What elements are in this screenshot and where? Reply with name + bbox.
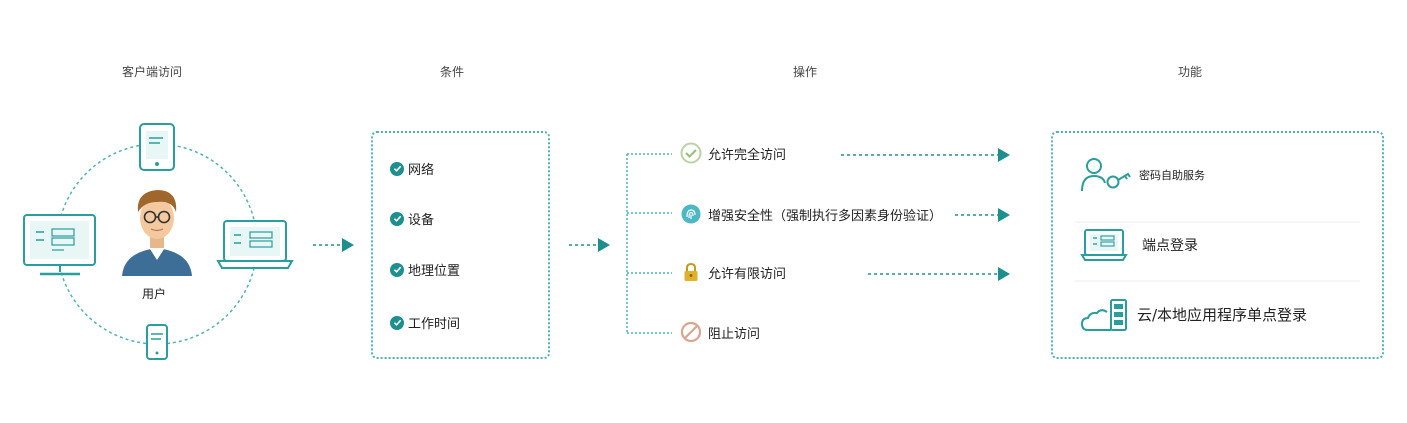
block-icon	[680, 321, 702, 343]
function-label: 云/本地应用程序单点登录	[1137, 305, 1308, 324]
arrow-action-1	[841, 148, 1010, 162]
action-label: 允许完全访问	[708, 147, 787, 163]
check-icon	[390, 211, 404, 226]
function-sso: 云/本地应用程序单点登录	[1080, 296, 1308, 332]
condition-label: 网络	[408, 163, 435, 178]
condition-location: 地理位置	[390, 260, 460, 279]
header-actions: 操作	[792, 65, 818, 79]
monitor-left-icon	[23, 214, 96, 276]
condition-network: 网络	[390, 159, 434, 178]
phone-bottom-icon	[146, 324, 168, 360]
function-label: 端点登录	[1142, 238, 1198, 254]
orbit-circle	[56, 143, 258, 345]
lock-icon	[684, 262, 698, 281]
header-conditions: 条件	[439, 65, 465, 79]
action-block: 阻止访问	[680, 321, 760, 343]
condition-device: 设备	[390, 209, 434, 228]
functions-box	[1051, 131, 1384, 359]
arrow-client-to-conditions	[313, 238, 354, 252]
function-endpoint-login: 端点登录	[1080, 228, 1198, 262]
laptop-right-icon	[216, 220, 294, 269]
action-label: 允许有限访问	[708, 266, 787, 282]
condition-work-hours: 工作时间	[390, 313, 460, 332]
condition-label: 设备	[408, 213, 435, 228]
fingerprint-icon	[681, 204, 701, 224]
arrow-action-2	[955, 208, 1010, 222]
check-icon	[390, 315, 404, 330]
condition-label: 工作时间	[408, 317, 461, 332]
function-password-self-service: 密码自助服务	[1081, 157, 1205, 193]
user-avatar	[122, 190, 192, 276]
cloud-server-icon	[1080, 299, 1127, 331]
header-functions: 功能	[1177, 65, 1203, 79]
check-circle-icon	[680, 142, 702, 164]
action-full-access: 允许完全访问	[680, 142, 786, 164]
conditions-box	[371, 131, 550, 359]
condition-label: 地理位置	[408, 264, 461, 279]
laptop-icon	[1080, 229, 1128, 261]
check-icon	[390, 161, 404, 176]
action-branch-connector	[626, 153, 672, 334]
arrow-action-3	[868, 267, 1010, 281]
user-key-icon	[1081, 158, 1131, 192]
action-label: 阻止访问	[708, 326, 761, 342]
check-icon	[390, 262, 404, 277]
user-label: 用户	[142, 287, 167, 301]
tablet-top-icon	[139, 123, 175, 171]
arrow-conditions-to-actions	[569, 238, 610, 252]
action-mfa: 增强安全性（强制执行多因素身份验证）	[680, 203, 942, 225]
function-label: 密码自助服务	[1139, 169, 1205, 182]
action-label: 增强安全性（强制执行多因素身份验证）	[708, 208, 943, 224]
action-limited-access: 允许有限访问	[680, 261, 786, 283]
header-client: 客户端访问	[121, 65, 183, 79]
